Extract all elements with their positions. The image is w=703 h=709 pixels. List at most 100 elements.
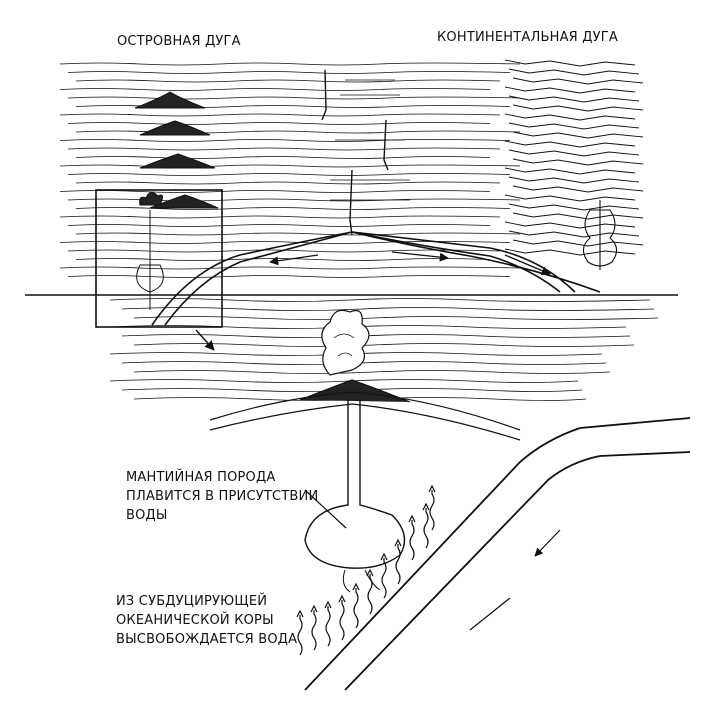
continent-stroke — [508, 203, 640, 211]
wavy-arrow-head — [428, 484, 436, 493]
slab-motion-arrows — [469, 529, 561, 631]
hatch-stroke — [59, 88, 491, 91]
continental-arc-label: КОНТИНЕНТАЛЬНАЯ ДУГА — [437, 30, 618, 45]
wavy-arrow-head — [422, 502, 430, 511]
island-arc-label: ОСТРОВНАЯ ДУГА — [117, 34, 241, 49]
continent-stroke — [504, 59, 636, 67]
hatch-stroke — [67, 96, 521, 100]
continent-stroke — [508, 149, 640, 157]
hatch-stroke — [59, 266, 521, 270]
wavy-arrow-head — [338, 594, 346, 603]
label-pointer — [304, 489, 347, 529]
lower-hatch-stroke — [133, 343, 635, 347]
lower-hatch-stroke — [109, 298, 651, 302]
volcano-plume-icon — [321, 309, 370, 376]
wavy-arrow-head — [352, 582, 360, 591]
oceanic-plate — [151, 231, 601, 326]
hatch-stroke — [75, 232, 521, 236]
hatch-stroke — [67, 224, 491, 227]
wavy-arrow — [423, 508, 429, 549]
continent-stroke — [508, 122, 640, 130]
continent-stroke — [512, 158, 644, 166]
wavy-arrow — [367, 574, 373, 615]
hatch-stroke — [59, 113, 501, 117]
wavy-arrow — [409, 520, 415, 561]
wavy-arrow-head — [394, 538, 402, 547]
lower-hatch-stroke — [121, 334, 631, 338]
lower-hatch-stroke — [121, 307, 655, 311]
inset-volcano-icon — [136, 192, 164, 310]
continent-stroke — [512, 212, 644, 220]
wavy-arrow — [381, 558, 387, 599]
lower-hatch-stroke — [133, 316, 659, 320]
wavy-arrow — [297, 615, 303, 656]
continent-stroke — [512, 239, 644, 247]
wavy-arrow — [429, 490, 435, 531]
water-release-line-2: ОКЕАНИЧЕСКОЙ КОРЫ — [116, 613, 274, 628]
ridge-rift — [321, 69, 410, 236]
mantle-melting-line-2: ПЛАВИТСЯ В ПРИСУТСТВИИ — [126, 489, 319, 504]
wavy-arrow-head — [324, 600, 332, 609]
volcano-cone — [209, 379, 521, 441]
wavy-arrow — [325, 606, 331, 647]
hatch-stroke — [75, 79, 501, 83]
lower-panel — [109, 298, 691, 691]
hatch-stroke — [59, 215, 501, 219]
hatch-stroke — [59, 190, 491, 193]
continent-stroke — [508, 230, 640, 238]
continent-stroke — [512, 77, 644, 85]
inset-frame — [95, 189, 223, 328]
wavy-arrow — [311, 610, 317, 651]
continental-magma-icon — [582, 200, 618, 270]
continent-stroke — [508, 68, 640, 76]
lower-sea-hatching — [109, 298, 659, 401]
hatch-stroke — [67, 198, 521, 202]
sea-surface-hatching — [59, 62, 521, 278]
continent-stroke — [512, 104, 644, 112]
water-release-line-3: ВЫСВОБОЖДАЕТСЯ ВОДА — [116, 632, 298, 647]
hatch-stroke — [59, 164, 521, 168]
lower-hatch-stroke — [121, 361, 607, 365]
hatch-stroke — [75, 181, 501, 185]
continent-stroke — [504, 248, 636, 256]
continent-stroke — [504, 140, 636, 148]
plate-motion-arrows — [269, 251, 551, 276]
continent-stroke — [512, 131, 644, 139]
continent-stroke — [504, 167, 636, 175]
mantle-melting-label: МАНТИЙНАЯ ПОРОДА ПЛАВИТСЯ В ПРИСУТСТВИИ … — [126, 468, 318, 525]
wavy-arrow-head — [310, 604, 318, 613]
wavy-arrow — [339, 600, 345, 641]
upper-panel — [25, 59, 678, 351]
hatch-stroke — [59, 62, 521, 66]
mantle-melting-line-1: МАНТИЙНАЯ ПОРОДА — [126, 470, 276, 485]
hatch-stroke — [67, 71, 511, 74]
continent-stroke — [508, 95, 640, 103]
subducting-slab — [304, 417, 691, 691]
continent-stroke — [504, 113, 636, 121]
island-volcano-icon — [134, 91, 219, 209]
mantle-melting-line-3: ВОДЫ — [126, 508, 168, 523]
hatch-stroke — [75, 130, 521, 134]
lower-hatch-stroke — [109, 379, 579, 383]
magma-chamber — [304, 400, 406, 593]
hatch-stroke — [75, 207, 511, 210]
water-release-arrows — [296, 484, 436, 656]
hatch-stroke — [67, 275, 511, 278]
wavy-arrow-head — [408, 514, 416, 523]
wavy-arrow-head — [380, 552, 388, 561]
continent-texture — [504, 59, 644, 256]
lower-hatch-stroke — [133, 370, 611, 374]
water-release-label: ИЗ СУБДУЦИРУЮЩЕЙ ОКЕАНИЧЕСКОЙ КОРЫ ВЫСВО… — [116, 592, 297, 649]
wavy-arrow — [353, 588, 359, 629]
hatch-stroke — [75, 156, 491, 159]
wavy-arrow-head — [366, 568, 374, 577]
continent-stroke — [504, 86, 636, 94]
continent-stroke — [512, 185, 644, 193]
zoom-arrow — [195, 329, 215, 351]
wavy-arrow — [395, 544, 401, 585]
wavy-arrow-head — [296, 609, 304, 618]
hatch-stroke — [67, 249, 501, 253]
hatch-stroke — [67, 147, 501, 151]
